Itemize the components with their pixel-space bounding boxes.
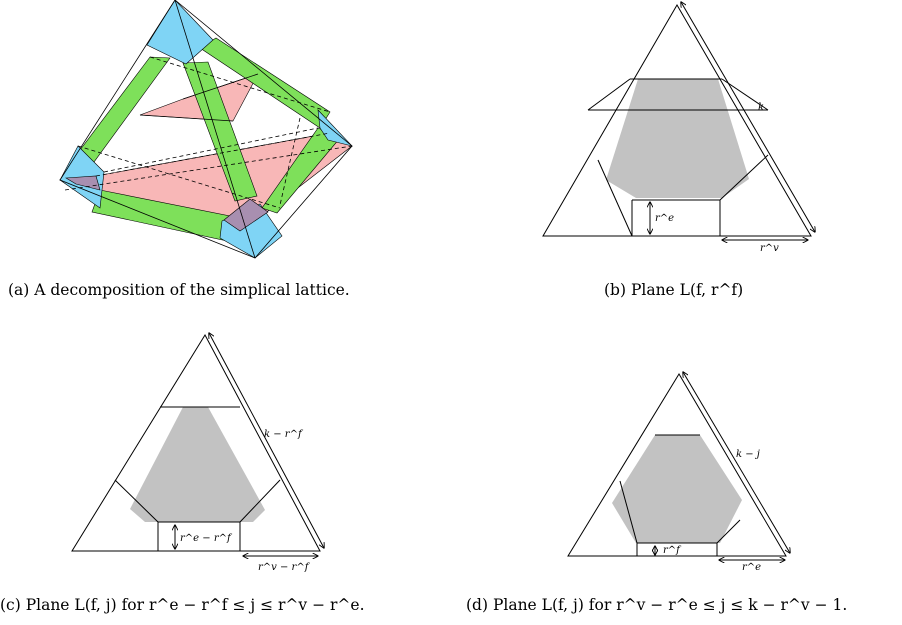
panel-c-plane [71,333,324,556]
caption-a: (a) A decomposition of the simplical lat… [8,281,350,299]
caption-c: (c) Plane L(f, j) for r^e − r^f ≤ j ≤ r^… [0,596,365,614]
label-d-base: r^e [742,562,761,573]
panel-d-plane [567,372,790,560]
caption-d: (d) Plane L(f, j) for r^v − r^e ≤ j ≤ k … [466,596,847,614]
blue-corner-top [146,0,214,65]
green-edge-middle [182,61,258,202]
blue-corner-right [317,109,353,147]
label-c-base: r^v − r^f [258,562,311,573]
panel-a-lattice-diagram [59,0,353,259]
gray-hexagon-b [606,79,749,198]
purple-overlap-left [65,175,101,191]
panel-b-plane [542,2,815,240]
label-d-side: k − j [736,449,760,460]
purple-overlap [223,198,269,232]
label-c-side: k − r^f [264,429,304,440]
label-d-gap: r^f [663,545,682,556]
label-rv: r^v [760,243,779,254]
caption-b: (b) Plane L(f, r^f) [604,281,743,299]
label-c-gap: r^e − r^f [180,533,233,544]
label-re: r^e [655,213,674,224]
label-k: k [758,102,764,113]
lattice-outlines [59,0,353,259]
